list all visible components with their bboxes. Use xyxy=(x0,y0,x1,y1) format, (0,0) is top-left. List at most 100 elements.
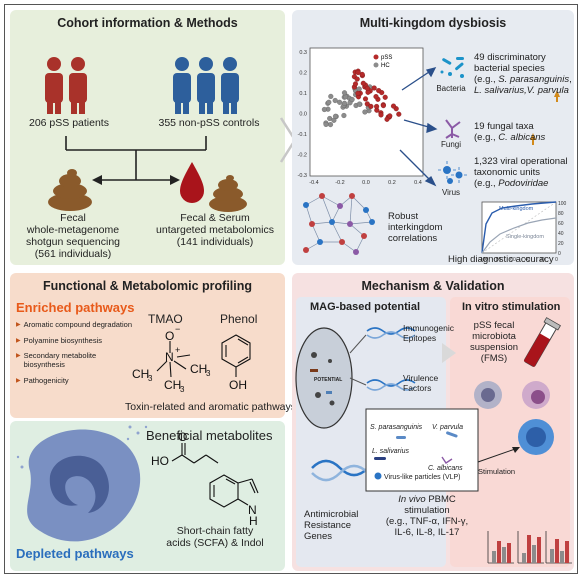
chem-n: N xyxy=(165,350,174,364)
y-tick-label: 0.1 xyxy=(299,91,307,97)
chem-h: H xyxy=(249,514,258,528)
beneficial-title: Beneficial metabolites xyxy=(146,428,273,443)
legend-pss-label: pSS xyxy=(381,55,392,61)
network-edge xyxy=(305,195,323,206)
fungi-summary: 19 fungal taxa (e.g., C. albicans xyxy=(474,121,546,143)
invitro-title: In vitro stimulation xyxy=(462,301,561,313)
hc-point xyxy=(323,121,329,127)
x-tick-label: 0.0 xyxy=(362,180,370,186)
pss-point xyxy=(368,103,374,109)
pss-point xyxy=(387,113,393,119)
box-vlp-label: Virus-like particles (VLP) xyxy=(384,474,461,481)
x-tick-label: 0.2 xyxy=(388,180,396,186)
bacteria-label: Bacteria xyxy=(436,84,466,93)
hc-point xyxy=(321,106,327,113)
y-tick-label: 0.3 xyxy=(299,50,307,56)
svg-text:3: 3 xyxy=(148,374,153,383)
pss-point xyxy=(396,111,402,117)
x-tick-label: -0.2 xyxy=(335,180,344,186)
accuracy-label: High diagnostic accuracy xyxy=(448,254,554,265)
network-node xyxy=(349,193,355,199)
chem-ho: HO xyxy=(151,454,169,468)
svg-text:CH: CH xyxy=(190,362,207,376)
cohort-panel: Cohort information & Methods xyxy=(10,10,285,265)
functional-title: Functional & Metabolomic profiling xyxy=(42,279,253,293)
bullet-icon: ▶ xyxy=(16,337,21,344)
legend-hc-marker xyxy=(373,62,379,68)
person-icon xyxy=(69,57,87,114)
pss-point xyxy=(378,112,384,118)
increase-arrow-icon xyxy=(530,90,560,145)
cytokine-bar xyxy=(497,541,501,563)
network-edge xyxy=(349,221,373,225)
cytokine-bar xyxy=(560,551,564,563)
network-node xyxy=(363,207,369,213)
pss-point xyxy=(360,80,366,86)
roc-single-label: Single-kingdom xyxy=(506,234,544,240)
hc-point xyxy=(341,90,348,96)
network-node xyxy=(353,249,359,255)
roc-x-tick: 40 xyxy=(525,257,531,263)
fungi-label: Fungi xyxy=(440,140,461,149)
legend-hc-label: HC xyxy=(381,63,390,69)
dna-icon xyxy=(366,327,416,335)
hc-point xyxy=(349,96,355,103)
virus-summary: 1,323 viral operational taxonomic units … xyxy=(474,156,568,189)
x-tick-label: 0.4 xyxy=(414,180,422,186)
legend-pss-marker xyxy=(373,54,379,60)
arrow-left-icon xyxy=(92,175,102,185)
cytokine-bar xyxy=(555,539,559,563)
network-edge xyxy=(305,204,313,225)
network-edge xyxy=(331,221,351,225)
mag-cell-icon xyxy=(295,327,353,429)
controls-count: 355 non-pSS controls xyxy=(158,117,260,129)
network-edge xyxy=(311,223,321,243)
pss-point xyxy=(364,85,370,91)
pss-point xyxy=(364,101,370,107)
patients-count: 206 pSS patients xyxy=(29,117,109,129)
control-icons xyxy=(173,57,239,114)
cytokine-bar xyxy=(507,543,511,563)
roc-x-tick: 60 xyxy=(510,257,516,263)
box-v-label: V. parvula xyxy=(432,424,463,431)
person-icon xyxy=(45,57,63,114)
roc-y-tick: 100 xyxy=(558,201,567,207)
pathway-item: ▶Pathogenicity xyxy=(16,375,69,385)
network-node xyxy=(339,239,345,245)
phenol-structure xyxy=(221,334,251,377)
stimulation-label: Stimulation xyxy=(478,467,516,476)
pathway-item: ▶Polyamine biosynthesis xyxy=(16,335,102,345)
network-node xyxy=(361,233,367,239)
organism-icons xyxy=(374,431,458,480)
network-edge xyxy=(321,195,333,223)
particle-icons xyxy=(16,425,148,469)
dysbiosis-title: Multi-kingdom dysbiosis xyxy=(359,16,507,30)
connector-lines xyxy=(65,136,207,181)
cytokine-bar xyxy=(527,535,531,563)
depleted-title: Depleted pathways xyxy=(16,546,134,561)
hc-point xyxy=(356,101,362,107)
correlation-network xyxy=(303,193,375,255)
bullet-icon: ▶ xyxy=(16,322,21,328)
roc-y-tick: 20 xyxy=(558,241,564,247)
roc-y-tick: 40 xyxy=(558,231,564,237)
pss-point xyxy=(374,103,380,110)
cohort-graphics xyxy=(45,57,247,212)
chem-o2: O xyxy=(178,430,187,444)
virus-label: Virus xyxy=(441,188,461,197)
roc-y-tick: 80 xyxy=(558,211,564,217)
pss-point xyxy=(390,103,397,109)
functional-panel: Functional & Metabolomic profiling Enric… xyxy=(10,273,296,418)
toxin-caption: Toxin-related and aromatic pathways xyxy=(125,401,297,413)
blood-drop-icon xyxy=(180,162,204,203)
hc-point xyxy=(341,112,347,119)
network-node xyxy=(337,203,343,209)
pathway-item: ▶Secondary metabolite biosynthesis xyxy=(16,351,97,369)
